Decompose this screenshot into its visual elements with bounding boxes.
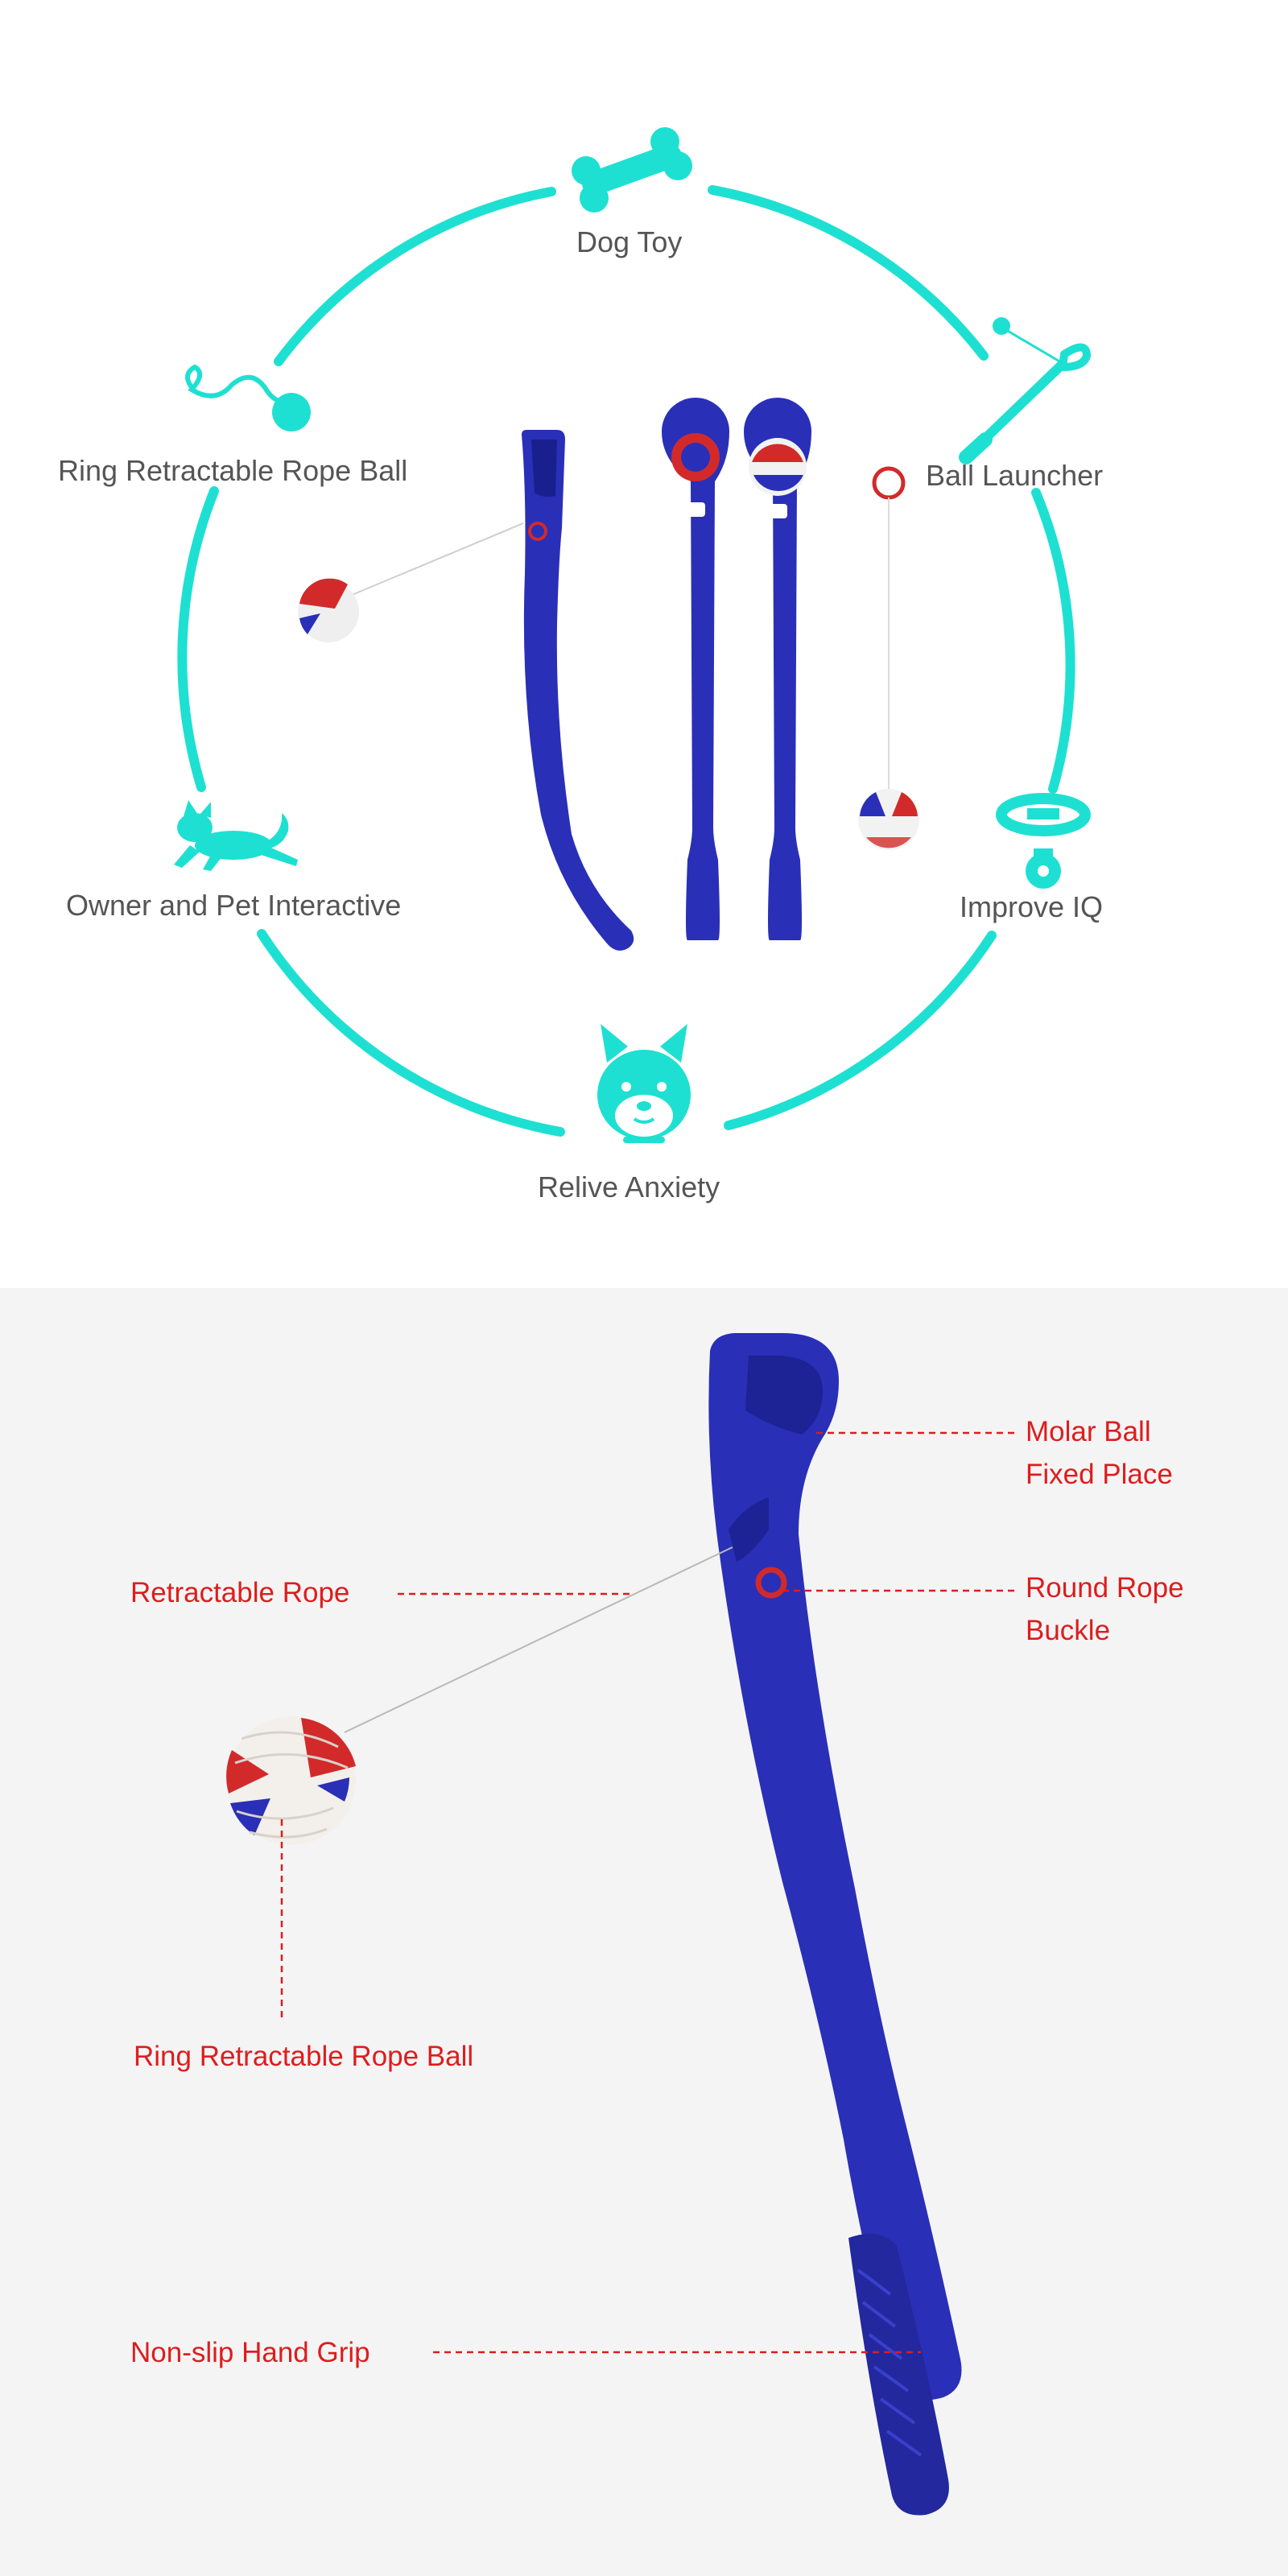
feature-ball-launcher: Ball Launcher bbox=[926, 459, 1104, 492]
rope-ball-icon bbox=[185, 364, 311, 431]
features-section: Dog Toy Ring Retractable Rope Ball Ball … bbox=[58, 127, 1104, 1203]
details-section: Molar Ball Fixed Place Retractable Rope … bbox=[0, 1288, 1288, 2576]
features-artwork bbox=[174, 127, 1091, 1143]
callout-hand-grip: Non-slip Hand Grip bbox=[130, 2337, 370, 2368]
callout-molar-ball-line1: Molar Ball bbox=[1026, 1416, 1151, 1447]
feature-owner-pet: Owner and Pet Interactive bbox=[66, 889, 402, 922]
callout-round-buckle-line2: Buckle bbox=[1026, 1615, 1111, 1646]
running-dog-icon bbox=[174, 800, 298, 871]
launcher-product-right bbox=[744, 398, 919, 940]
launcher-product-middle bbox=[662, 398, 729, 940]
callout-molar-ball-line2: Fixed Place bbox=[1026, 1459, 1173, 1490]
callout-round-buckle: Round Rope Buckle bbox=[1026, 1567, 1184, 1652]
feature-relive-anxiety: Relive Anxiety bbox=[538, 1170, 720, 1203]
collar-icon bbox=[996, 793, 1091, 889]
feature-rope-ball: Ring Retractable Rope Ball bbox=[58, 454, 408, 487]
callout-lines bbox=[280, 1431, 1014, 2354]
bone-icon bbox=[572, 127, 692, 213]
shiba-face-icon bbox=[597, 1024, 691, 1143]
callout-molar-ball: Molar Ball Fixed Place bbox=[1026, 1410, 1173, 1496]
feature-improve-iq: Improve IQ bbox=[960, 890, 1104, 923]
rope-ball-closeup bbox=[226, 1546, 733, 1845]
feature-dog-toy: Dog Toy bbox=[576, 225, 683, 258]
details-artwork bbox=[226, 1333, 1014, 2516]
feature-ring bbox=[177, 185, 1075, 1137]
launcher-icon bbox=[959, 317, 1091, 464]
launcher-product-closeup bbox=[708, 1333, 962, 2516]
launcher-product-left bbox=[298, 430, 634, 951]
callout-round-buckle-line1: Round Rope bbox=[1026, 1572, 1184, 1604]
callout-retractable-rope: Retractable Rope bbox=[130, 1577, 350, 1608]
callout-rope-ball: Ring Retractable Rope Ball bbox=[134, 2041, 474, 2072]
